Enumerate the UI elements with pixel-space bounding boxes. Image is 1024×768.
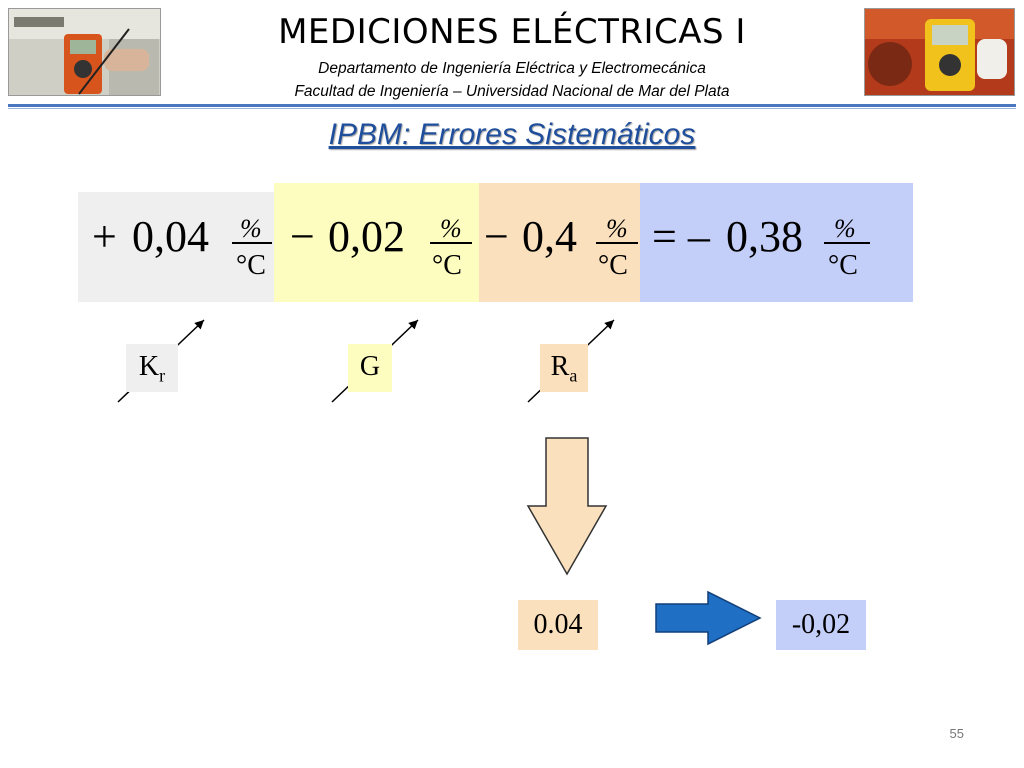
label-kr-base: K bbox=[138, 351, 160, 382]
ra-value-box: 0.04 bbox=[518, 600, 598, 650]
multimeter-photo-left-image bbox=[9, 9, 160, 95]
term-kr-sign: + bbox=[92, 212, 117, 261]
label-g: G bbox=[348, 344, 392, 392]
result-value: 0,38 bbox=[726, 212, 803, 261]
term-g-value: 0,02 bbox=[328, 212, 405, 261]
page-number: 55 bbox=[949, 726, 964, 741]
label-ra-sub: a bbox=[569, 365, 578, 386]
term-kr-fraction-bar bbox=[232, 242, 272, 244]
multimeter-photo-right bbox=[864, 8, 1015, 96]
result-sign: = – bbox=[652, 212, 710, 261]
multimeter-photo-right-image bbox=[865, 9, 1014, 95]
term-ra-sign: − bbox=[484, 212, 509, 261]
page-title: MEDICIONES ELÉCTRICAS I bbox=[278, 12, 746, 52]
term-kr-unit-num: % bbox=[240, 214, 262, 243]
term-ra-fraction-bar bbox=[596, 242, 638, 244]
label-ra: Ra bbox=[540, 344, 588, 392]
faculty-subtitle: Facultad de Ingeniería – Universidad Nac… bbox=[294, 83, 730, 100]
term-ra-unit-num: % bbox=[606, 214, 628, 243]
term-ra-unit-den: °C bbox=[598, 250, 628, 281]
term-g-unit-num: % bbox=[440, 214, 462, 243]
header-divider bbox=[8, 104, 1016, 107]
multimeter-photo-left bbox=[8, 8, 161, 96]
result-unit-num: % bbox=[834, 214, 856, 243]
result-fraction-bar bbox=[824, 242, 870, 244]
label-kr-sub: r bbox=[159, 365, 166, 386]
department-subtitle: Departamento de Ingeniería Eléctrica y E… bbox=[318, 60, 706, 77]
right-arrow-icon bbox=[655, 590, 762, 646]
header-divider-light bbox=[8, 108, 1016, 109]
label-g-base: G bbox=[359, 351, 381, 382]
label-ra-base: R bbox=[550, 351, 570, 382]
term-g-fraction-bar bbox=[430, 242, 472, 244]
section-title: IPBM: Errores Sistemáticos bbox=[328, 118, 696, 151]
label-kr: Kr bbox=[126, 344, 178, 392]
down-arrow-icon bbox=[526, 437, 608, 576]
term-g-sign: − bbox=[290, 212, 315, 261]
result-unit-den: °C bbox=[828, 250, 858, 281]
result-value-box: -0,02 bbox=[776, 600, 866, 650]
term-kr-value: 0,04 bbox=[132, 212, 209, 261]
term-g-unit-den: °C bbox=[432, 250, 462, 281]
term-ra-value: 0,4 bbox=[522, 212, 577, 261]
term-kr-unit-den: °C bbox=[236, 250, 266, 281]
term-band-kr bbox=[78, 192, 274, 302]
